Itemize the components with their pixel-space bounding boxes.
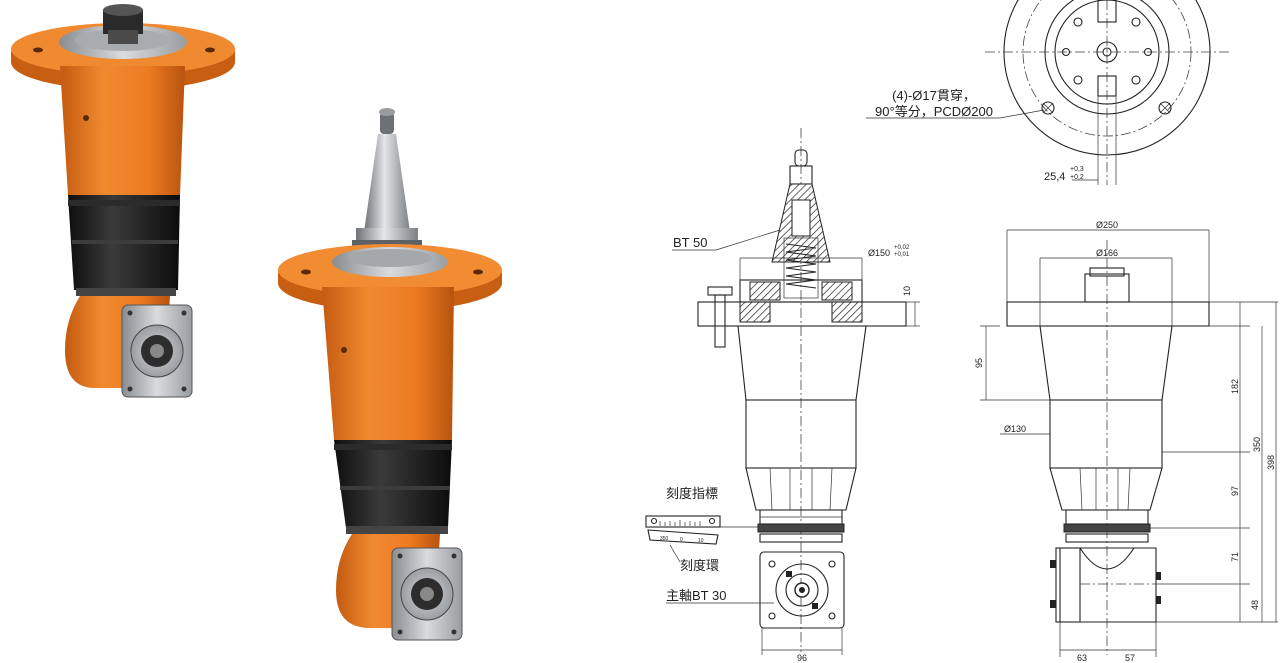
dim-10: 10	[902, 286, 912, 296]
slot-dim-tol-upper: +0,3	[1070, 166, 1084, 173]
dim-dia250: Ø250	[1096, 220, 1118, 230]
dim-97: 97	[1230, 486, 1240, 496]
dim-350: 350	[1252, 437, 1262, 452]
bolt-hole-right	[1158, 101, 1172, 115]
taper-label: BT 50	[673, 235, 707, 250]
holes-note-line2: 90°等分，PCDØ200	[875, 104, 993, 119]
scale-indicator-bar	[645, 515, 721, 528]
dim-63: 63	[1077, 653, 1087, 663]
dial-0: 0	[680, 537, 683, 543]
bolt-hole-left	[1041, 101, 1055, 115]
dim-dia150-tol-lower: +0,01	[894, 252, 910, 258]
scale-indicator-label: 刻度指標	[666, 486, 718, 501]
scale-ring-label: 刻度環	[680, 558, 719, 573]
dim-96: 96	[797, 653, 807, 663]
angle-head-photo-right	[278, 108, 502, 641]
top-view-drawing: (4)-Ø17貫穿， 90°等分，PCDØ200 25,4 +0,3 +0,2	[866, 0, 1229, 185]
dim-398: 398	[1266, 455, 1276, 470]
dim-dia166: Ø166	[1096, 248, 1118, 258]
slot-dim-base: 25,4	[1044, 171, 1065, 183]
dim-dia150-tol-upper: +0,02	[894, 245, 910, 251]
dial-10: 10	[698, 538, 704, 544]
dim-57: 57	[1125, 653, 1135, 663]
slot-dim-tol-lower: +0,2	[1070, 174, 1084, 181]
dial-350: 350	[660, 536, 669, 542]
dim-48: 48	[1250, 600, 1260, 610]
side-view-drawing: Ø250 Ø166 Ø130	[974, 220, 1278, 663]
dim-71: 71	[1230, 552, 1240, 562]
angle-head-photo-left	[11, 4, 235, 398]
dim-dia150: Ø150	[868, 248, 890, 258]
spindle-label: 主軸BT 30	[666, 588, 726, 603]
dim-95: 95	[974, 358, 984, 368]
holes-note-line1: (4)-Ø17貫穿，	[892, 88, 976, 103]
dim-dia130: Ø130	[1004, 424, 1026, 434]
section-view-drawing: 96 BT 50 Ø150 +0,02 +0,01 10 刻度指標 350 0 …	[645, 128, 1000, 663]
dim-182: 182	[1230, 379, 1240, 394]
